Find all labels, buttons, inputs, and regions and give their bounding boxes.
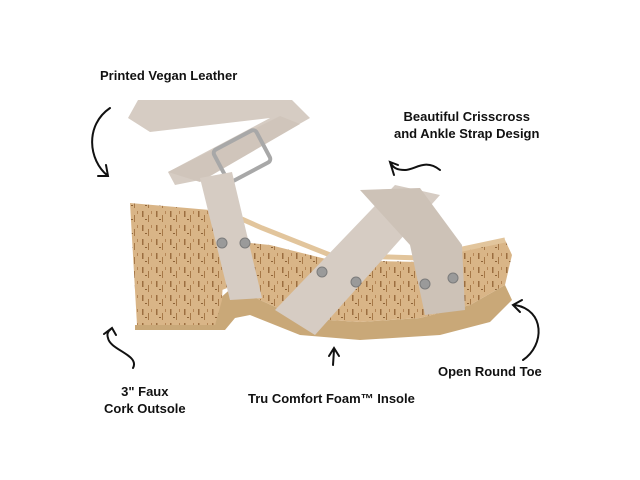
label-outsole-line2: Cork Outsole <box>104 401 186 416</box>
label-crisscross-design: Beautiful Crisscross and Ankle Strap Des… <box>394 108 539 142</box>
label-printed-vegan-leather: Printed Vegan Leather <box>100 68 238 83</box>
arrow-vegan-leather-icon <box>91 107 111 177</box>
label-open-round-toe: Open Round Toe <box>438 364 542 379</box>
arrow-outsole-icon <box>103 326 135 369</box>
arrow-crisscross-icon <box>388 160 441 176</box>
label-cork-outsole: 3" Faux Cork Outsole <box>104 383 186 417</box>
arrow-toe-icon <box>511 299 540 361</box>
label-outsole-line1: 3" Faux <box>121 384 169 399</box>
arrow-insole-icon <box>328 346 340 366</box>
label-crisscross-line1: Beautiful Crisscross <box>403 109 530 124</box>
label-comfort-insole: Tru Comfort Foam™ Insole <box>248 391 415 406</box>
label-crisscross-line2: and Ankle Strap Design <box>394 126 540 141</box>
